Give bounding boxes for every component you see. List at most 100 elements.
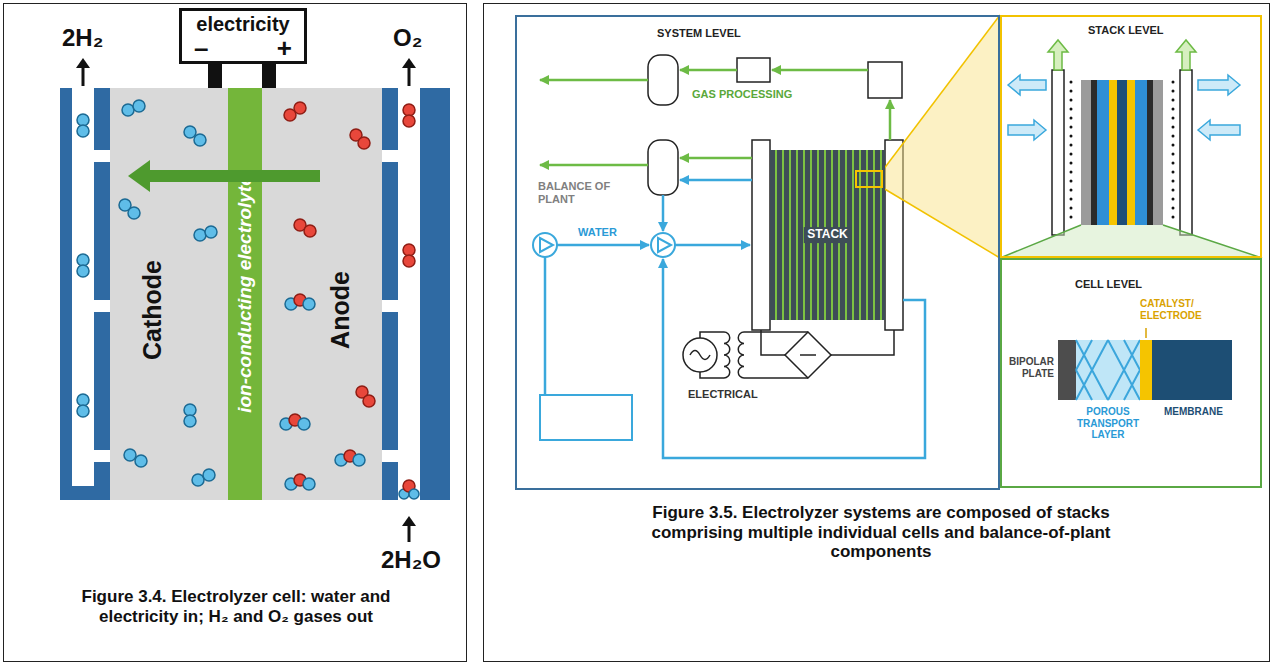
hydrogen-molecule: [184, 404, 196, 416]
oxygen-molecule: [358, 137, 370, 149]
gas-outlet-arrow: [1048, 40, 1068, 70]
oxygen-molecule: [403, 244, 415, 256]
hydrogen-molecule: [203, 469, 215, 481]
cell-cross-section: [1058, 328, 1232, 400]
power-electronics: [744, 331, 808, 333]
hydrogen-molecule: [194, 134, 206, 146]
stack-box: STACK: [770, 150, 885, 320]
figure-caption: Figure 3.5. Electrolyzer systems are com…: [621, 503, 1141, 562]
cell-layers: [1127, 80, 1135, 225]
power-electronics: [744, 377, 808, 379]
hydrogen-molecule: [77, 405, 89, 417]
pump-symbol: [658, 238, 671, 252]
power-electronics: [724, 332, 730, 378]
gas-tank: [648, 55, 678, 195]
hydrogen-molecule: [135, 455, 147, 467]
anode-wall: [382, 66, 450, 516]
water-flow-arrow: [1008, 120, 1046, 140]
gas-line: [772, 69, 868, 72]
cell-layers: [1081, 80, 1163, 225]
cell-cross-section: [1140, 340, 1152, 400]
power-electronics: [800, 354, 816, 356]
zoom-connector: [883, 188, 1000, 258]
pump-symbol: [533, 233, 557, 257]
gas-outlet-arrow: [1176, 40, 1196, 70]
gas-line: [540, 164, 648, 167]
oxygen-molecule: [304, 225, 316, 237]
cathode-wall: [94, 150, 110, 162]
stream-label: WATER: [578, 226, 617, 239]
ion-flow-arrow: [128, 160, 320, 192]
figure-panel: Figure 3.5. Electrolyzer systems are com…: [483, 3, 1270, 662]
level-title: SYSTEM LEVEL: [657, 27, 741, 40]
water-flow-arrow: [1008, 75, 1046, 95]
terminal-sign: –: [194, 35, 208, 61]
water-line: [680, 179, 752, 182]
zoom-connector: [883, 15, 1000, 258]
power-electronics: [831, 330, 894, 355]
pump-symbol: [540, 238, 553, 252]
electrode-leads: [208, 64, 222, 88]
anode-wall: [382, 450, 398, 462]
power-electronics: [690, 351, 710, 360]
cell-layers: [1109, 80, 1117, 225]
cell-body: [110, 88, 382, 500]
hydrogen-molecule: [77, 114, 89, 126]
water-tank: [540, 395, 632, 440]
power-electronics: [683, 338, 717, 372]
cell-layers: [1135, 80, 1147, 225]
hydrogen-molecule: [184, 415, 196, 427]
cell-cross-section: [1152, 340, 1232, 400]
stack-end-plate: [752, 140, 770, 330]
cell-layers: [1097, 80, 1109, 225]
water-line: [557, 244, 649, 247]
pump-symbol: [651, 233, 675, 257]
electrolyte-bar: ion-conducting electrolyte: [228, 88, 262, 500]
hydrogen-molecule: [77, 394, 89, 406]
stack-plate: [1052, 70, 1064, 235]
zoom-connector: [1163, 225, 1262, 258]
cathode-wall: [94, 450, 110, 462]
hydrogen-molecule: [77, 100, 217, 486]
hydrogen-molecule: [184, 126, 196, 138]
gas-processing-unit: [737, 58, 770, 82]
oxygen-molecule: [403, 104, 415, 116]
zoom-connector: [1000, 225, 1262, 258]
layer-label: POROUS TRANSPORT LAYER: [1068, 406, 1148, 441]
oxygen-molecule: [403, 255, 415, 267]
electrolyte-label: ion-conducting electrolyte: [234, 175, 256, 413]
stack-plate: [1180, 70, 1192, 235]
zoom-connector: [883, 15, 1000, 258]
hydrogen-molecule: [133, 100, 145, 112]
stream-label: BALANCE OF PLANT: [538, 180, 618, 205]
cell-body: [110, 88, 382, 500]
cell-layers: [1081, 80, 1091, 225]
stack-level-panel: STACK LEVEL: [1000, 15, 1262, 258]
gas-tank: [648, 55, 678, 105]
layer-label: BIPOLAR PLATE: [1002, 356, 1054, 379]
zoom-connector: [1000, 225, 1262, 258]
cathode-wall: [72, 66, 94, 486]
water-line: [675, 244, 750, 247]
electrode-label: Cathode: [138, 260, 167, 360]
power-electronics: [683, 330, 894, 378]
flow-arrow: [82, 66, 85, 86]
water-flow-arrow: [1008, 75, 1240, 140]
power-supply-box: electricity–+: [179, 8, 307, 64]
hydrogen-molecule: [205, 226, 217, 238]
power-electronics: [761, 330, 785, 355]
flow-arrow: [76, 58, 90, 68]
seal-dots: [1172, 82, 1175, 226]
water-molecule: [303, 298, 315, 310]
flow-arrow: [76, 58, 416, 542]
cell-cross-section: [1058, 340, 1076, 400]
anode-wall: [382, 150, 398, 162]
gas-outlet-arrow: [1048, 40, 1196, 70]
oxygen-molecule: [363, 395, 375, 407]
water-flow-arrow: [1198, 120, 1240, 140]
water-line: [544, 257, 547, 395]
anode-wall: [382, 300, 398, 312]
electrode-leads: [262, 64, 276, 88]
